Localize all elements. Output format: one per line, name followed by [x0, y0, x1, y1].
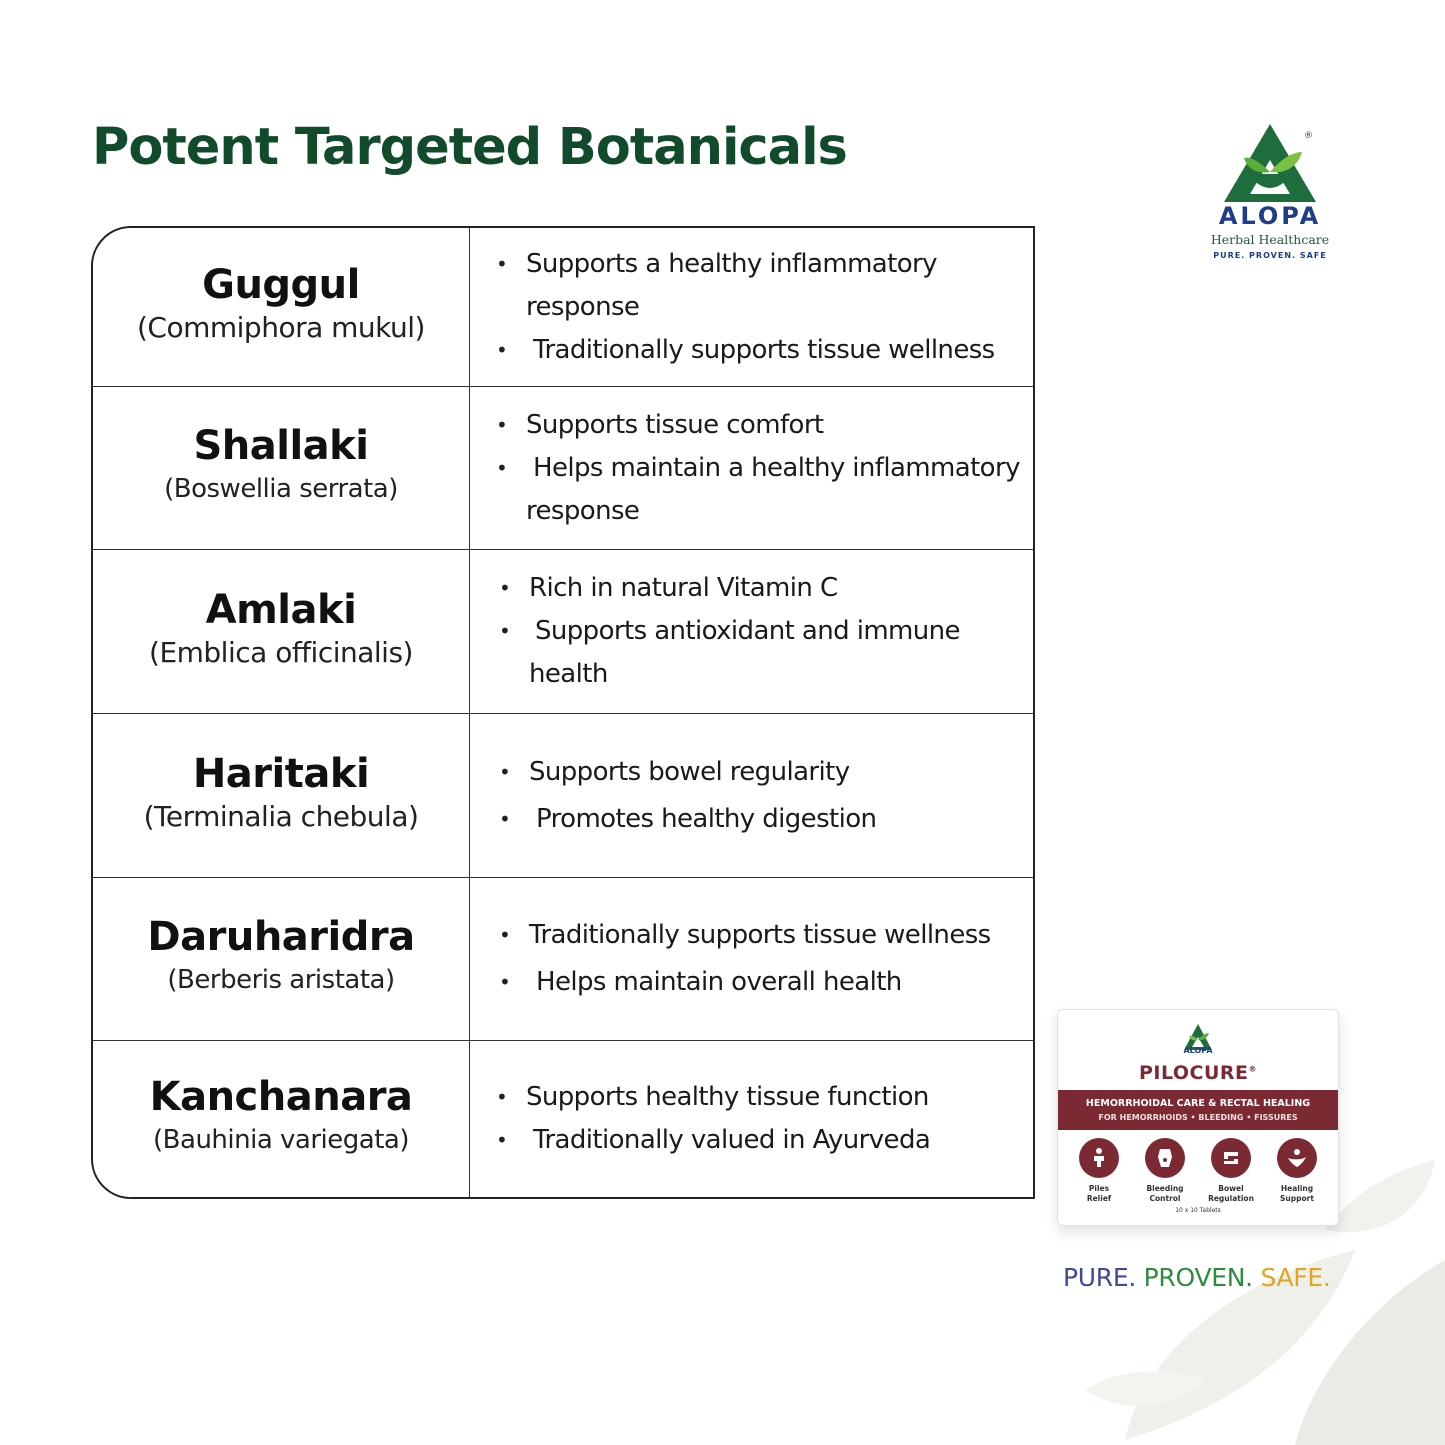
benefit-item: Traditionally supports tissue wellness	[496, 329, 1023, 372]
benefit-text: Supports antioxidant and immune	[535, 616, 961, 646]
herb-benefits-cell: Rich in natural Vitamin C Supports antio…	[470, 550, 1033, 713]
product-features: Piles Relief Bleeding Control Bowel Regu…	[1066, 1138, 1330, 1204]
page-title: Potent Targeted Botanicals	[92, 118, 848, 177]
herb-latin-name: (Boswellia serrata)	[164, 474, 398, 504]
benefit-item: Supports antioxidant and immune health	[499, 610, 1023, 696]
feature-label: Bleeding Control	[1146, 1184, 1184, 1203]
tagline-pure: PURE.	[1063, 1263, 1136, 1292]
product-banner: HEMORRHOIDAL CARE & RECTAL HEALING FOR H…	[1058, 1090, 1338, 1130]
body-torso-icon	[1145, 1138, 1185, 1178]
herb-name-cell: Shallaki (Boswellia serrata)	[93, 387, 470, 549]
table-row: Amlaki (Emblica officinalis) Rich in nat…	[93, 550, 1033, 714]
table-row: Kanchanara (Bauhinia variegata) Supports…	[93, 1041, 1033, 1197]
feature-item: Healing Support	[1267, 1138, 1327, 1204]
benefit-item: Helps maintain overall health	[499, 959, 1023, 1006]
herb-benefits-cell: Supports tissue comfort Helps maintain a…	[470, 387, 1033, 549]
product-brand: ALOPA	[1183, 1046, 1213, 1055]
brand-tagline: PURE. PROVEN. SAFE.	[1063, 1263, 1331, 1292]
table-row: Haritaki (Terminalia chebula) Supports b…	[93, 714, 1033, 878]
herb-latin-name: (Berberis aristata)	[167, 965, 395, 995]
feature-label: Healing Support	[1280, 1184, 1314, 1203]
herb-name: Haritaki	[192, 750, 370, 797]
feature-label: Bowel Regulation	[1208, 1184, 1254, 1203]
product-package: ALOPA PILOCURE® HEMORRHOIDAL CARE & RECT…	[1057, 1009, 1339, 1226]
benefit-text: Supports a healthy inflammatory	[526, 248, 938, 279]
herb-name: Guggul	[202, 262, 360, 308]
tagline-safe: SAFE.	[1260, 1263, 1331, 1292]
feature-item: Bleeding Control	[1135, 1138, 1195, 1204]
triangle-leaf-icon: ®	[1224, 124, 1316, 202]
svg-text:®: ®	[1304, 131, 1313, 141]
benefit-item: Supports a healthy inflammatory response	[496, 243, 1023, 329]
herb-name-cell: Daruharidra (Berberis aristata)	[93, 878, 470, 1040]
botanicals-table: Guggul (Commiphora mukul) Supports a hea…	[91, 226, 1035, 1199]
benefit-text-continued: response	[526, 495, 640, 526]
benefit-text-continued: health	[529, 659, 608, 689]
hand-leaf-icon	[1277, 1138, 1317, 1178]
brand-logo: ® ALOPA Herbal Healthcare PURE. PROVEN. …	[1205, 122, 1335, 267]
logo-tagline: PURE. PROVEN. SAFE	[1213, 251, 1327, 260]
benefit-text: Helps maintain a healthy inflammatory	[533, 452, 1020, 483]
product-indications: FOR HEMORRHOIDS • BLEEDING • FISSURES	[1098, 1113, 1298, 1122]
benefit-item: Rich in natural Vitamin C	[499, 567, 1023, 610]
benefit-item: Traditionally valued in Ayurveda	[496, 1119, 1023, 1162]
feature-item: Piles Relief	[1069, 1138, 1129, 1204]
feature-label: Piles Relief	[1086, 1184, 1112, 1203]
logo-wordmark: ALOPA	[1218, 202, 1322, 230]
herb-name-cell: Guggul (Commiphora mukul)	[93, 228, 470, 386]
intestine-icon	[1211, 1138, 1251, 1178]
herb-name-cell: Kanchanara (Bauhinia variegata)	[93, 1041, 470, 1197]
feature-item: Bowel Regulation	[1201, 1138, 1261, 1204]
benefit-item: Traditionally supports tissue wellness	[499, 912, 1023, 959]
herb-name: Daruharidra	[147, 914, 415, 960]
tagline-proven: PROVEN.	[1143, 1263, 1253, 1292]
pack-size: 10 x 10 Tablets	[1175, 1207, 1221, 1214]
herb-benefits-cell: Supports healthy tissue function Traditi…	[470, 1041, 1033, 1197]
benefit-item: Supports healthy tissue function	[496, 1076, 1023, 1119]
product-name: PILOCURE®	[1138, 1062, 1258, 1084]
herb-name: Kanchanara	[149, 1074, 413, 1120]
herb-benefits-cell: Supports a healthy inflammatoryresponse …	[470, 228, 1033, 386]
benefit-item: Helps maintain a healthy inflammatory res…	[496, 447, 1023, 533]
leaf-background-icon	[1085, 1160, 1445, 1445]
herb-name-cell: Amlaki (Emblica officinalis)	[93, 550, 470, 713]
table-row: Shallaki (Boswellia serrata) Supports ti…	[93, 387, 1033, 550]
herb-benefits-cell: Supports bowel regularity Promotes healt…	[470, 714, 1033, 877]
product-description: HEMORRHOIDAL CARE & RECTAL HEALING	[1085, 1098, 1311, 1109]
table-row: Daruharidra (Berberis aristata) Traditio…	[93, 878, 1033, 1041]
herb-name-cell: Haritaki (Terminalia chebula)	[93, 714, 470, 877]
product-name-text: PILOCURE	[1138, 1062, 1249, 1084]
product-logo-icon	[1184, 1024, 1212, 1050]
herb-latin-name: (Bauhinia variegata)	[153, 1125, 409, 1155]
benefit-text-continued: response	[526, 291, 640, 322]
logo-subtitle: Herbal Healthcare	[1210, 232, 1330, 247]
herb-name: Amlaki	[205, 586, 357, 633]
seated-person-icon	[1079, 1138, 1119, 1178]
benefit-item: Supports bowel regularity	[499, 749, 1023, 796]
herb-latin-name: (Terminalia chebula)	[143, 799, 419, 833]
herb-name: Shallaki	[193, 423, 369, 469]
herb-latin-name: (Emblica officinalis)	[149, 635, 413, 669]
benefit-item: Promotes healthy digestion	[499, 796, 1023, 843]
herb-benefits-cell: Traditionally supports tissue wellness H…	[470, 878, 1033, 1040]
benefit-item: Supports tissue comfort	[496, 404, 1023, 447]
herb-latin-name: (Commiphora mukul)	[137, 311, 425, 344]
table-row: Guggul (Commiphora mukul) Supports a hea…	[93, 228, 1033, 387]
